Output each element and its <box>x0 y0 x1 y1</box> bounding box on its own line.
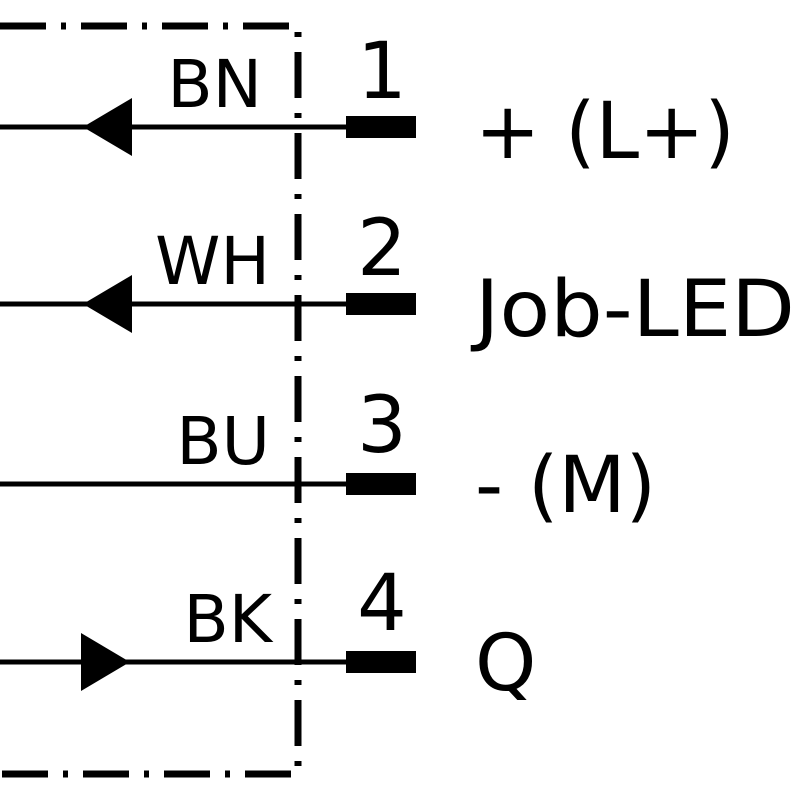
pin-number-label: 1 <box>357 27 407 117</box>
pin-number-label: 4 <box>357 559 407 649</box>
pin-row-3: BU 3 - (M) <box>0 381 656 531</box>
arrow-left-icon <box>83 98 132 156</box>
housing-outline <box>0 22 302 778</box>
arrow-right-icon <box>81 633 130 691</box>
signal-label: - (M) <box>475 441 656 531</box>
arrow-left-icon <box>83 275 132 333</box>
pin-number-label: 3 <box>357 381 407 471</box>
signal-label: Job-LED <box>470 265 795 355</box>
pin-row-1: BN 1 + (L+) <box>0 27 735 177</box>
pin-contact <box>346 473 416 495</box>
pin-contact <box>346 651 416 673</box>
pin-number-label: 2 <box>357 204 407 294</box>
pin-contact <box>346 116 416 138</box>
signal-label: + (L+) <box>475 87 735 177</box>
pin-row-2: WH 2 Job-LED <box>0 204 795 355</box>
pin-contact <box>346 293 416 315</box>
wire-code-label: BK <box>183 581 273 658</box>
housing-border <box>0 22 302 778</box>
wire-code-label: BN <box>167 46 262 123</box>
wire-code-label: BU <box>176 403 270 480</box>
pin-row-4: BK 4 Q <box>0 559 536 709</box>
signal-label: Q <box>475 619 536 709</box>
wire-code-label: WH <box>155 223 270 300</box>
